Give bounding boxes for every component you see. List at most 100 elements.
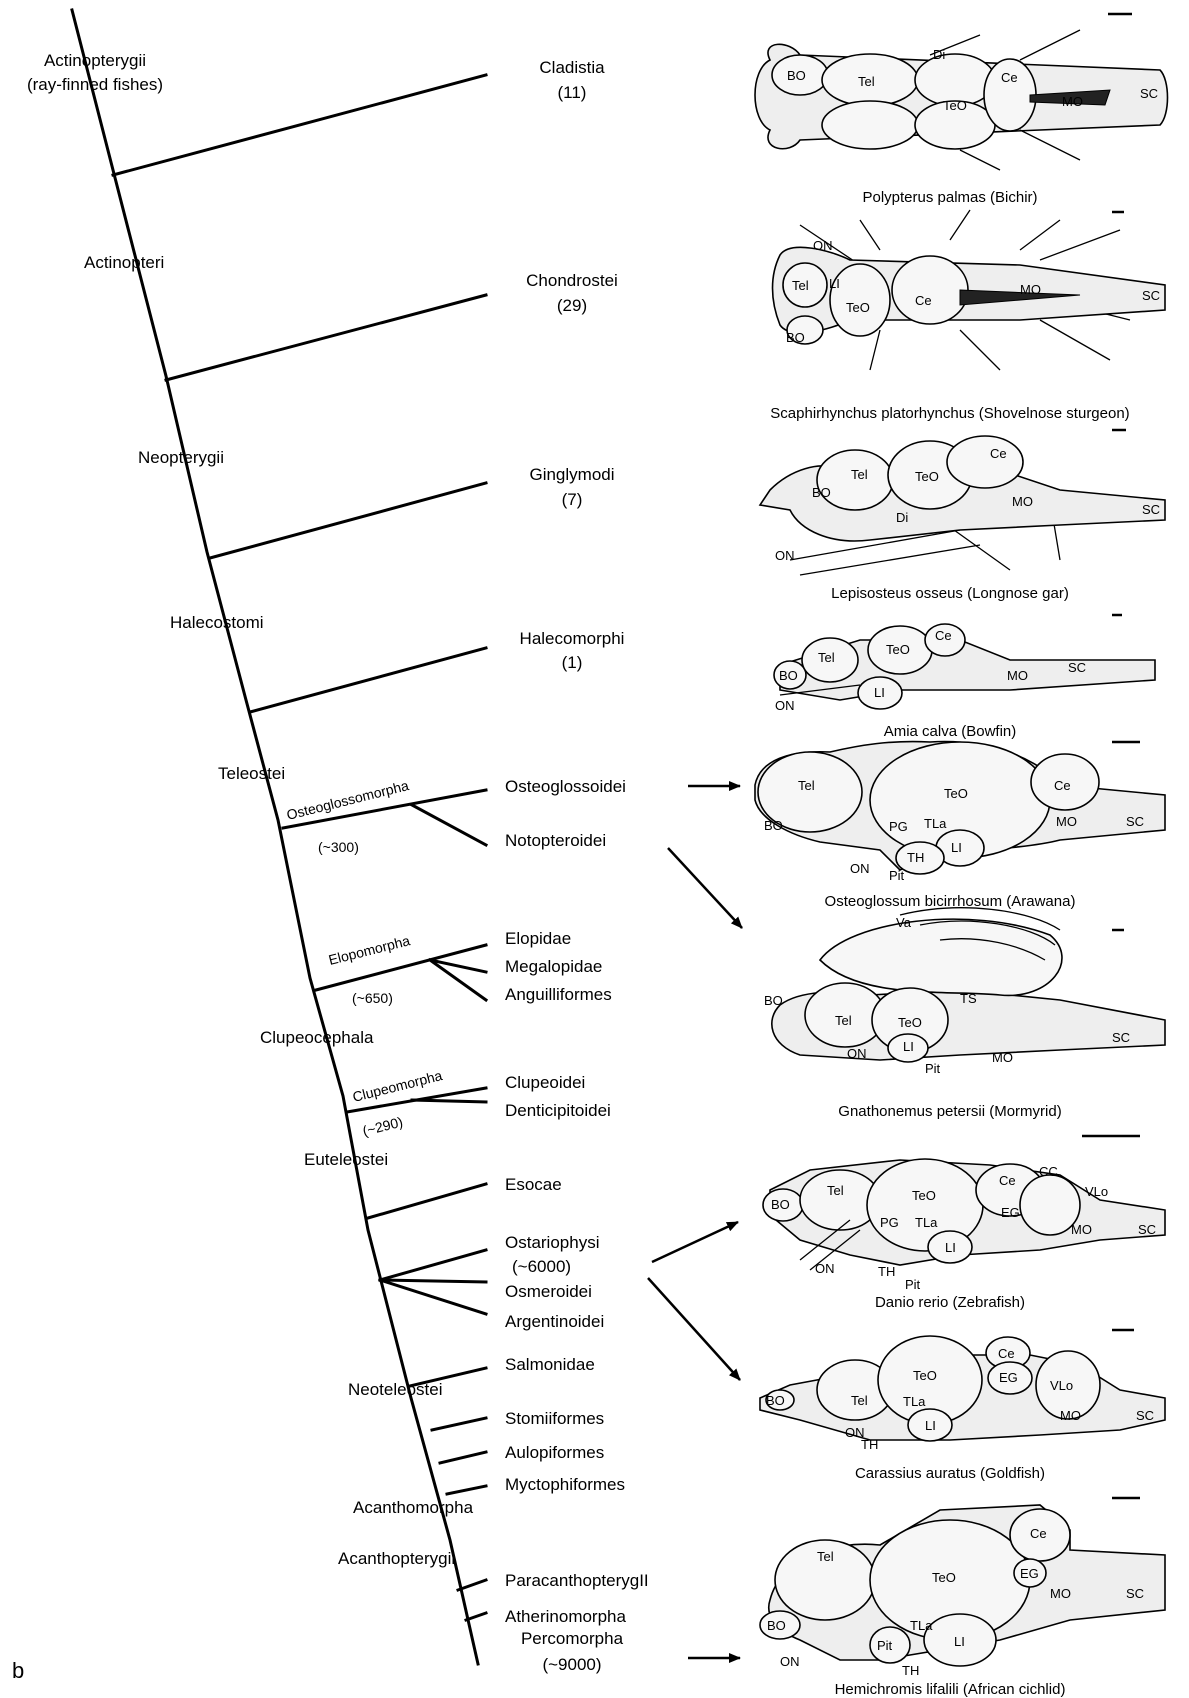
node-elopomorpha-count: (~650) <box>352 990 393 1006</box>
caption-gnathonemus: Gnathonemus petersii (Mormyrid) <box>838 1103 1061 1120</box>
label-th: TH <box>902 1663 919 1678</box>
label-di: Di <box>896 510 908 525</box>
label-cc: CC <box>1039 1164 1058 1179</box>
branch-notopteroidei <box>412 805 486 845</box>
taxon-megalopidae: Megalopidae <box>505 957 602 976</box>
node-osteoglossomorpha-count: (~300) <box>318 839 359 855</box>
label-li: LI <box>925 1418 936 1433</box>
branch-chondrostei <box>166 295 486 380</box>
label-bo: BO <box>771 1197 790 1212</box>
label-pit: Pit <box>925 1061 941 1076</box>
label-on: ON <box>780 1654 800 1669</box>
taxon-elopidae: Elopidae <box>505 929 571 948</box>
taxon-denticipitoidei: Denticipitoidei <box>505 1101 611 1120</box>
caption-danio: Danio rerio (Zebrafish) <box>875 1294 1025 1311</box>
caption-polypterus: Polypterus palmas (Bichir) <box>862 189 1037 206</box>
label-tla: TLa <box>915 1215 938 1230</box>
label-tel: Tel <box>858 74 875 89</box>
label-ts: TS <box>960 991 977 1006</box>
taxon-argentinoidei: Argentinoidei <box>505 1312 604 1331</box>
brain-osteoglossum: Tel TeO Ce MO SC BO PG TLa LI TH ON Pit … <box>755 742 1165 910</box>
label-bo: BO <box>779 668 798 683</box>
label-sc: SC <box>1136 1408 1154 1423</box>
brain-lepisosteus: BO Tel TeO Ce MO Di ON SC Lepisosteus os… <box>760 430 1165 602</box>
branch-halecomorphi <box>250 648 486 712</box>
branch-denticipitoidei <box>412 1100 486 1102</box>
brain-danio: BO Tel TeO Ce CC VLo EG PG TLa LI MO SC … <box>763 1136 1165 1311</box>
label-sc: SC <box>1068 660 1086 675</box>
label-pit: Pit <box>905 1277 921 1292</box>
taxon-chondrostei: Chondrostei <box>526 271 618 290</box>
label-on: ON <box>813 238 833 253</box>
label-pit: Pit <box>877 1638 893 1653</box>
label-mo: MO <box>1020 282 1041 297</box>
label-teo: TeO <box>846 300 870 315</box>
label-li: LI <box>945 1240 956 1255</box>
node-teleostei: Teleostei <box>218 764 285 783</box>
branch-ostariophysi <box>380 1250 486 1280</box>
label-li: LI <box>954 1634 965 1649</box>
label-ce: Ce <box>998 1346 1015 1361</box>
label-ce: Ce <box>915 293 932 308</box>
label-vlo: VLo <box>1085 1184 1108 1199</box>
arrow-notopteroidei <box>668 848 742 928</box>
brain-gnathonemus: Va TS BO Tel TeO LI ON Pit MO SC Gnathon… <box>764 908 1165 1120</box>
brain-carassius: BO Tel TeO Ce EG VLo TLa LI MO SC ON TH … <box>760 1330 1165 1482</box>
label-sc: SC <box>1142 288 1160 303</box>
taxon-paracanthopterygii: ParacanthopterygII <box>505 1571 649 1590</box>
label-bo: BO <box>764 818 783 833</box>
label-pit: Pit <box>889 868 905 883</box>
label-teo: TeO <box>913 1368 937 1383</box>
label-teo: TeO <box>915 469 939 484</box>
label-pg: PG <box>880 1215 899 1230</box>
label-tel: Tel <box>835 1013 852 1028</box>
label-mo: MO <box>1056 814 1077 829</box>
label-eg: EG <box>1001 1205 1020 1220</box>
label-sc: SC <box>1112 1030 1130 1045</box>
taxon-myctophiformes: Myctophiformes <box>505 1475 625 1494</box>
taxon-atherinomorpha: Atherinomorpha <box>505 1607 627 1626</box>
branch-stomiiformes <box>432 1418 486 1430</box>
branch-atherinomorpha <box>466 1613 486 1620</box>
taxon-cladistia: Cladistia <box>539 58 605 77</box>
label-th: TH <box>861 1437 878 1452</box>
label-vlo: VLo <box>1050 1378 1073 1393</box>
label-on: ON <box>847 1046 867 1061</box>
taxon-osmeroidei: Osmeroidei <box>505 1282 592 1301</box>
label-mo: MO <box>1050 1586 1071 1601</box>
taxon-salmonidae: Salmonidae <box>505 1355 595 1374</box>
label-pg: PG <box>889 819 908 834</box>
label-tla: TLa <box>903 1394 926 1409</box>
taxon-halecomorphi-count: (1) <box>562 653 583 672</box>
branch-ginglymodi <box>210 483 486 558</box>
label-bo: BO <box>766 1393 785 1408</box>
taxon-ginglymodi: Ginglymodi <box>529 465 614 484</box>
taxon-clupeoidei: Clupeoidei <box>505 1073 585 1092</box>
label-on: ON <box>815 1261 835 1276</box>
label-tel: Tel <box>817 1549 834 1564</box>
label-ce: Ce <box>1001 70 1018 85</box>
label-sc: SC <box>1126 1586 1144 1601</box>
brain-amia: BO Tel TeO Ce LI MO SC ON Amia calva (Bo… <box>774 615 1155 740</box>
branch-aulopiformes <box>440 1452 486 1463</box>
node-halecostomi: Halecostomi <box>170 613 264 632</box>
label-teo: TeO <box>943 98 967 113</box>
label-mo: MO <box>1062 94 1083 109</box>
label-mo: MO <box>1012 494 1033 509</box>
label-bo: BO <box>767 1618 786 1633</box>
label-eg: EG <box>1020 1566 1039 1581</box>
panel-letter: b <box>12 1658 24 1684</box>
label-sc: SC <box>1140 86 1158 101</box>
taxon-percomorpha-count: (~9000) <box>542 1655 601 1674</box>
label-on: ON <box>775 698 795 713</box>
arrow-ostariophysi-goldfish <box>648 1278 740 1380</box>
taxon-percomorpha: Percomorpha <box>521 1629 624 1648</box>
caption-hemichromis: Hemichromis lifalili (African cichlid) <box>835 1681 1066 1698</box>
label-li: LI <box>874 685 885 700</box>
caption-amia: Amia calva (Bowfin) <box>884 723 1017 740</box>
taxon-chondrostei-count: (29) <box>557 296 587 315</box>
label-teo: TeO <box>898 1015 922 1030</box>
taxon-esocae: Esocae <box>505 1175 562 1194</box>
label-on: ON <box>775 548 795 563</box>
label-eg: EG <box>999 1370 1018 1385</box>
